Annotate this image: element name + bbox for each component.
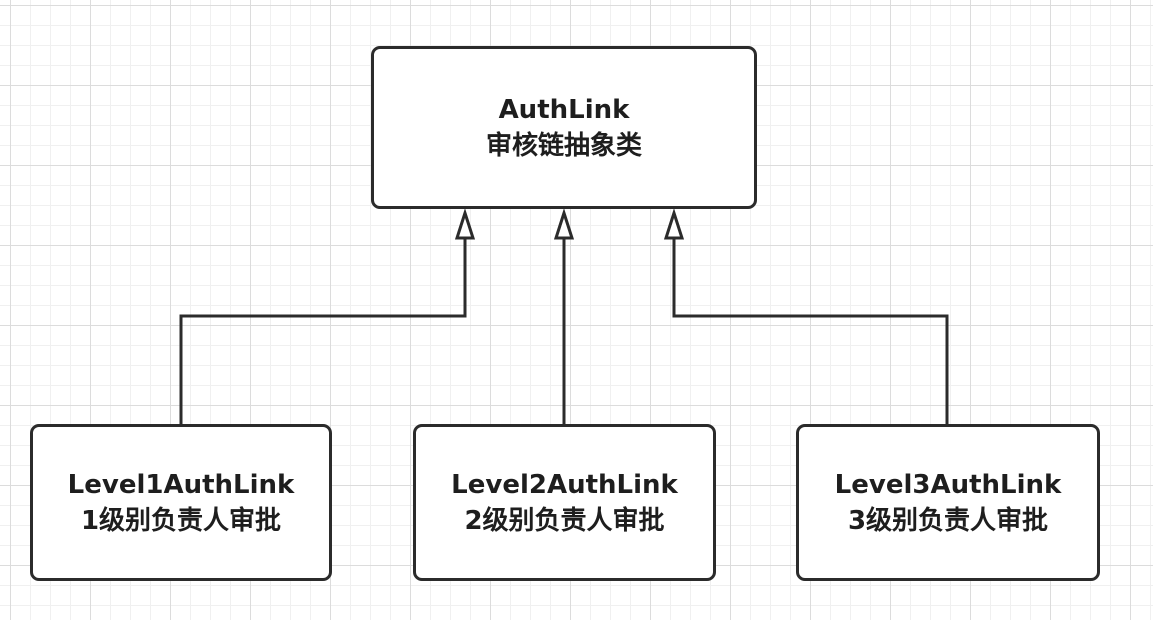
class-node-authlink[interactable]: AuthLink 审核链抽象类 — [371, 46, 757, 209]
connector-level3 — [672, 238, 949, 424]
inheritance-arrowhead-left — [454, 208, 476, 240]
class-name: Level3AuthLink — [834, 469, 1062, 500]
class-name: Level1AuthLink — [67, 469, 295, 500]
class-name: Level2AuthLink — [451, 469, 678, 500]
inheritance-arrowhead-middle — [553, 208, 575, 240]
class-name: AuthLink — [498, 94, 630, 125]
class-description: 审核链抽象类 — [485, 130, 642, 161]
connector-level1 — [179, 238, 467, 424]
class-node-level3authlink[interactable]: Level3AuthLink 3级别负责人审批 — [796, 424, 1100, 581]
class-node-level1authlink[interactable]: Level1AuthLink 1级别负责人审批 — [30, 424, 332, 581]
inheritance-arrowhead-right — [663, 208, 685, 240]
class-description: 2级别负责人审批 — [464, 505, 665, 536]
class-description: 3级别负责人审批 — [847, 505, 1049, 536]
class-description: 1级别负责人审批 — [80, 505, 282, 536]
class-node-level2authlink[interactable]: Level2AuthLink 2级别负责人审批 — [413, 424, 716, 581]
